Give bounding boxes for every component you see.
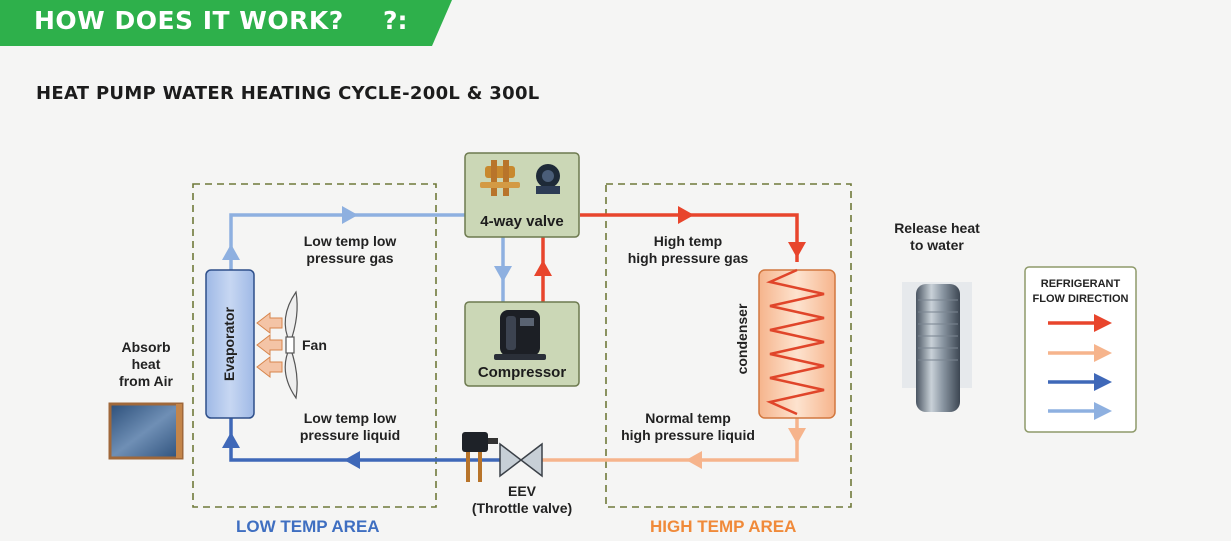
condenser-label: condenser <box>734 303 750 375</box>
evaporator-body <box>205 269 255 419</box>
page-title: HOW DOES IT WORK? <box>34 6 344 35</box>
arrow-low-gas-1 <box>342 206 358 224</box>
four-way-valve-label: 4-way valve <box>480 213 564 230</box>
arrow-low-liquid-up <box>222 432 240 448</box>
eev-icon <box>462 432 543 482</box>
header-banner <box>0 0 452 46</box>
four-way-valve-icon <box>480 160 560 196</box>
high-gas-label-line2: high pressure gas <box>627 250 749 266</box>
low-temp-area-label: LOW TEMP AREA <box>236 517 380 536</box>
arrow-low-gas-up <box>222 244 240 260</box>
high-temp-area-label: HIGH TEMP AREA <box>650 517 797 536</box>
compressor-label: Compressor <box>477 364 567 381</box>
arrow-normal-liquid-left <box>686 451 702 469</box>
arrow-low-liquid-left <box>344 451 360 469</box>
absorb-heat-label-line3: from Air <box>119 373 173 389</box>
low-temp-area-box <box>192 183 437 508</box>
low-gas-label: Low temp low pressure gas <box>290 233 410 267</box>
legend-title: REFRIGERANT FLOW DIRECTION <box>1025 277 1136 307</box>
high-gas-label: High temp high pressure gas <box>618 233 758 267</box>
low-liquid-label-line2: pressure liquid <box>299 427 401 443</box>
page-title-extra: ?: <box>383 6 408 35</box>
water-tank-image <box>902 282 972 412</box>
high-gas-label-line1: High temp <box>653 233 723 249</box>
arrow-valve-to-compressor <box>494 266 512 282</box>
normal-liquid-label-line1: Normal temp <box>645 410 731 426</box>
release-heat-label: Release heat to water <box>880 220 994 254</box>
eev-label: EEV (Throttle valve) <box>447 483 597 517</box>
legend-title-line1: REFRIGERANT <box>1040 278 1121 290</box>
absorb-heat-label-line1: Absorb <box>121 339 171 355</box>
legend-box <box>1024 266 1137 433</box>
fan-label: Fan <box>302 337 327 353</box>
low-liquid-label-line1: Low temp low <box>303 410 397 426</box>
low-liquid-label: Low temp low pressure liquid <box>290 410 410 444</box>
fan-icon <box>284 290 298 400</box>
heat-arrows <box>256 311 283 379</box>
normal-liquid-label: Normal temp high pressure liquid <box>612 410 764 444</box>
absorb-heat-label: Absorb heat from Air <box>108 339 184 390</box>
release-heat-label-line1: Release heat <box>894 220 980 236</box>
legend-arrows <box>1048 314 1112 420</box>
air-coil-image <box>108 402 184 460</box>
arrow-high-gas-down <box>788 242 806 258</box>
arrow-high-gas-1 <box>678 206 694 224</box>
arrow-compressor-to-valve <box>534 260 552 276</box>
diagram-subtitle: HEAT PUMP WATER HEATING CYCLE-200L & 300… <box>36 83 540 104</box>
low-gas-label-line1: Low temp low <box>303 233 397 249</box>
normal-liquid-label-line2: high pressure liquid <box>621 427 755 443</box>
condenser-coil <box>766 268 825 416</box>
low-gas-label-line2: pressure gas <box>306 250 394 266</box>
arrow-normal-liquid-down <box>788 428 806 444</box>
high-temp-area-box <box>605 183 852 508</box>
compressor-icon <box>494 310 546 360</box>
evaporator-label: Evaporator <box>221 307 237 381</box>
eev-label-line1: EEV <box>507 483 536 499</box>
eev-label-line2: (Throttle valve) <box>471 500 573 516</box>
legend-title-line2: FLOW DIRECTION <box>1032 293 1129 305</box>
release-heat-label-line2: to water <box>910 237 964 253</box>
absorb-heat-label-line2: heat <box>131 356 161 372</box>
